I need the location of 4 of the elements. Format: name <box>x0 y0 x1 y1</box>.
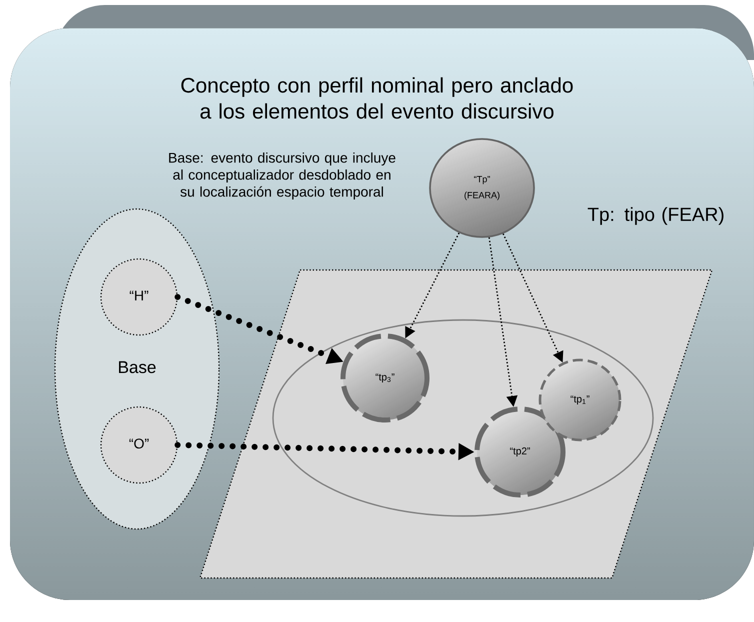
title: Concepto con perfil nominal pero anclado a los elementos del evento discursivo <box>181 77 573 119</box>
grouping-ellipse <box>272 319 654 517</box>
note: Tp: tipo (FEAR) <box>588 207 724 225</box>
note: Base: evento discursivo que incluye al conceptualizador desdoblado en su localización espacio temporal <box>169 152 396 200</box>
